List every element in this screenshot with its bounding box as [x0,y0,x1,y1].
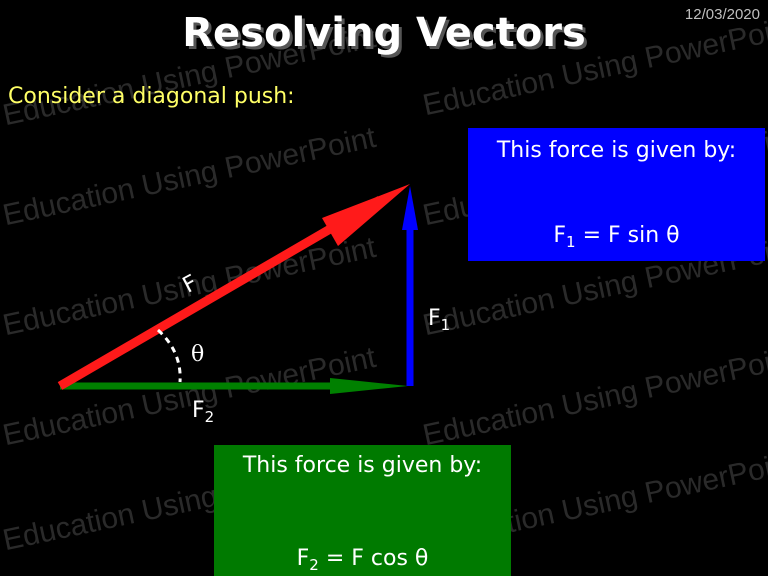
horizontal-force-equation: F2 = F cos θ [214,546,511,574]
horizontal-component-label: F2 [192,398,214,426]
box-heading: This force is given by: [496,138,737,163]
vertical-component-arrow [402,186,418,386]
eq-sub: 1 [566,233,576,251]
horizontal-label-sub: 2 [204,408,215,426]
vertical-force-equation: F1 = F sin θ [468,223,765,251]
horizontal-force-box: This force is given by: F2 = F cos θ [214,445,511,576]
horizontal-label-base: F [192,398,205,423]
page-title: Resolving Vectors [182,10,586,56]
horizontal-component-arrow [60,378,408,394]
vertical-component-label: F1 [428,306,450,334]
eq-base: F [296,546,310,571]
vertical-label-sub: 1 [440,316,451,334]
eq-sub: 2 [309,556,319,574]
date-stamp: 12/03/2020 [684,6,760,23]
angle-arc [156,328,182,383]
eq-rest: = F cos θ [318,546,429,571]
eq-base: F [553,223,567,248]
vertical-label-base: F [428,306,441,331]
eq-rest: = F sin θ [575,223,680,248]
box-heading: This force is given by: [242,453,483,478]
angle-label: θ [191,342,205,367]
resultant-force-arrow [57,184,410,390]
vertical-force-box: This force is given by: F1 = F sin θ [468,128,765,261]
intro-text: Consider a diagonal push: [8,84,295,109]
